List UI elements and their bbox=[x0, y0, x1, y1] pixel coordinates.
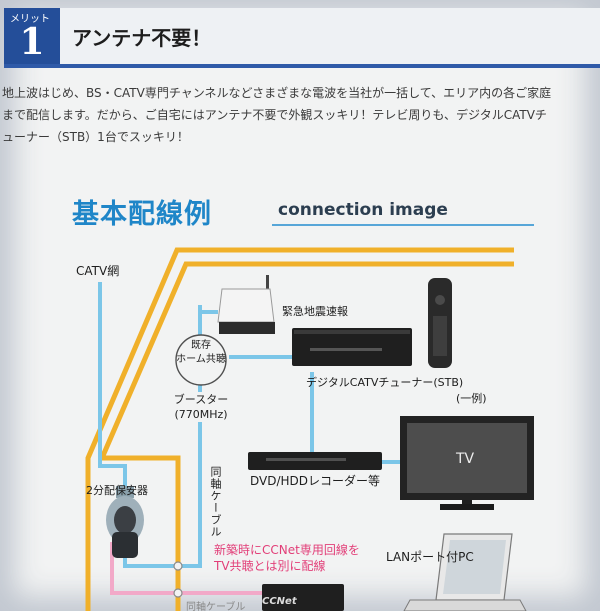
existing-label-line: 既存 bbox=[191, 340, 211, 351]
lan-pc-label: LANポート付PC bbox=[386, 550, 474, 564]
emergency-quake-label: 緊急地震速報 bbox=[282, 305, 348, 318]
booster-label: ブースター (770MHz) bbox=[168, 392, 234, 422]
stb-example-label: (一例) bbox=[456, 392, 487, 405]
existing-shared-circle bbox=[175, 334, 227, 386]
merit-label: メリット bbox=[10, 14, 50, 25]
splitter-label: 2分配保安器 bbox=[86, 484, 148, 497]
ccnet-note-line: TV共聴とは別に配線 bbox=[214, 559, 326, 573]
existing-shared-label: 既存 ホーム共聴 bbox=[172, 339, 230, 383]
section-heading: アンテナ不要！ bbox=[60, 8, 600, 64]
section-title: アンテナ不要！ bbox=[72, 26, 212, 50]
ccnet-line bbox=[110, 542, 262, 595]
intro-line: まで配信します。だから、ご自宅にはアンテナ不要で外観スッキリ！テレビ周りも、デジ… bbox=[2, 108, 547, 122]
diagram-title-underline bbox=[272, 224, 534, 226]
merit-number: 1 bbox=[19, 21, 45, 63]
stb-label: デジタルCATVチューナー(STB) bbox=[306, 376, 464, 389]
laptop-device bbox=[403, 533, 527, 611]
tv-device bbox=[400, 416, 534, 510]
existing-label-line: ホーム共聴 bbox=[176, 354, 226, 365]
intro-line: ューナー（STB）1台でスッキリ！ bbox=[2, 130, 189, 144]
ccnet-modem-device bbox=[262, 584, 344, 611]
house-outline-line bbox=[102, 455, 181, 611]
ccnet-device-label: CCNet bbox=[262, 596, 297, 607]
remote-control-device bbox=[428, 278, 452, 368]
ccnet-note-line: 新築時にCCNet専用回線を bbox=[214, 543, 360, 557]
recorder-device bbox=[248, 452, 382, 470]
intro-paragraph: 地上波はじめ、BS・CATV専門チャンネルなどさまざまな電波を当社が一括して、エ… bbox=[2, 82, 598, 148]
outlet-icon bbox=[173, 588, 183, 598]
heading-underline bbox=[4, 64, 600, 68]
outlet-icon bbox=[173, 561, 183, 571]
merit-badge: メリット 1 bbox=[4, 8, 60, 64]
catv-network-label: CATV網 bbox=[76, 264, 120, 278]
diagram-title: 基本配線例 bbox=[72, 199, 212, 230]
house-outline-line bbox=[85, 247, 514, 611]
coax-cable-label: 同軸ケーブル bbox=[209, 466, 222, 538]
coax-wire bbox=[98, 282, 127, 486]
recorder-label: DVD/HDDレコーダー等 bbox=[250, 474, 381, 488]
intro-line: 地上波はじめ、BS・CATV専門チャンネルなどさまざまな電波を当社が一括して、エ… bbox=[2, 86, 552, 100]
splitter-device bbox=[106, 486, 144, 558]
emergency-receiver-device bbox=[217, 275, 275, 334]
tv-label: TV bbox=[456, 451, 475, 467]
coax-wire bbox=[178, 442, 202, 568]
booster-label-line: (770MHz) bbox=[174, 408, 228, 421]
return-cable-label: 同軸ケーブル bbox=[186, 602, 246, 611]
house-outline-line bbox=[99, 261, 514, 459]
diagram-subtitle: connection image bbox=[278, 200, 448, 220]
booster-label-line: ブースター bbox=[173, 393, 229, 406]
stb-device bbox=[292, 328, 412, 366]
